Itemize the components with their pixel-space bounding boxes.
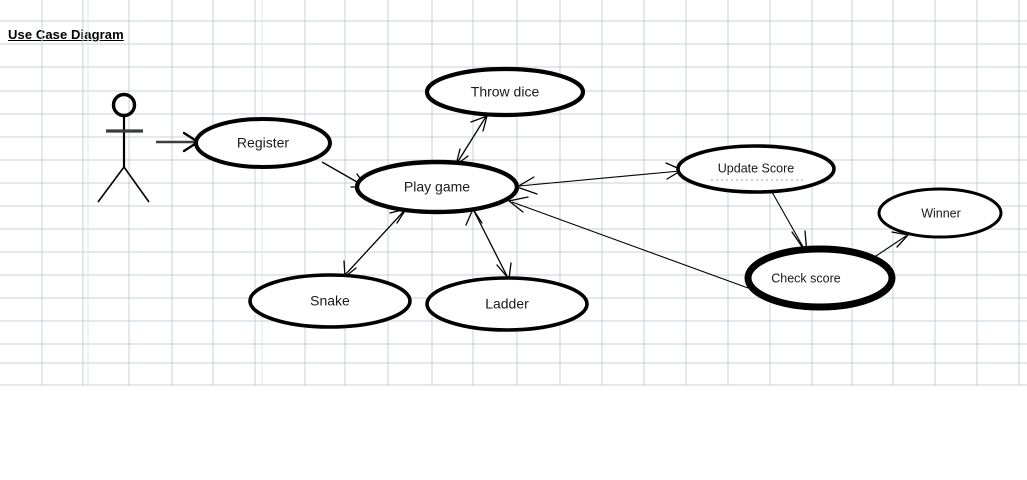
use-case-label: Update Score bbox=[718, 161, 794, 175]
use-case-play-game[interactable]: Play game bbox=[354, 159, 520, 215]
use-case-throw-dice[interactable]: Throw dice bbox=[424, 66, 586, 118]
use-case-ellipse bbox=[354, 159, 520, 215]
association-checkscore-playgame bbox=[507, 196, 749, 289]
use-case-ellipse bbox=[877, 187, 1003, 239]
use-case-check-score[interactable]: Check score bbox=[744, 245, 896, 311]
use-case-label: Winner bbox=[921, 206, 961, 220]
actor-stick-figure[interactable] bbox=[97, 92, 150, 203]
use-case-label: Ladder bbox=[485, 296, 529, 312]
use-case-label: Check score bbox=[771, 271, 841, 285]
use-case-update-score[interactable]: Update Score bbox=[676, 144, 836, 194]
use-case-ellipse bbox=[424, 66, 586, 118]
use-case-winner[interactable]: Winner bbox=[877, 187, 1003, 239]
actor-leg-right bbox=[123, 166, 150, 203]
association-playgame-updatescore bbox=[515, 162, 684, 195]
page-title: Use Case Diagram bbox=[8, 27, 124, 42]
association-checkscore-winner bbox=[872, 231, 910, 259]
association-snake-playgame bbox=[343, 207, 408, 279]
association-throwdice-playgame bbox=[454, 114, 488, 167]
use-case-register[interactable]: Register bbox=[194, 117, 332, 169]
use-case-label: Play game bbox=[404, 179, 470, 195]
use-case-label: Snake bbox=[310, 293, 350, 309]
actor-head-icon bbox=[111, 92, 137, 118]
use-case-ellipse bbox=[248, 273, 412, 329]
use-case-ladder[interactable]: Ladder bbox=[425, 276, 589, 332]
association-updatescore-checkscore bbox=[771, 191, 808, 257]
use-case-ellipse bbox=[425, 276, 589, 332]
use-case-ellipse bbox=[194, 117, 332, 169]
association-actor-register bbox=[156, 131, 201, 153]
use-case-ellipse bbox=[744, 245, 896, 311]
use-case-label: Throw dice bbox=[471, 84, 540, 100]
actor-leg-left bbox=[97, 166, 125, 203]
use-case-label: Register bbox=[237, 135, 289, 151]
use-case-snake[interactable]: Snake bbox=[248, 273, 412, 329]
